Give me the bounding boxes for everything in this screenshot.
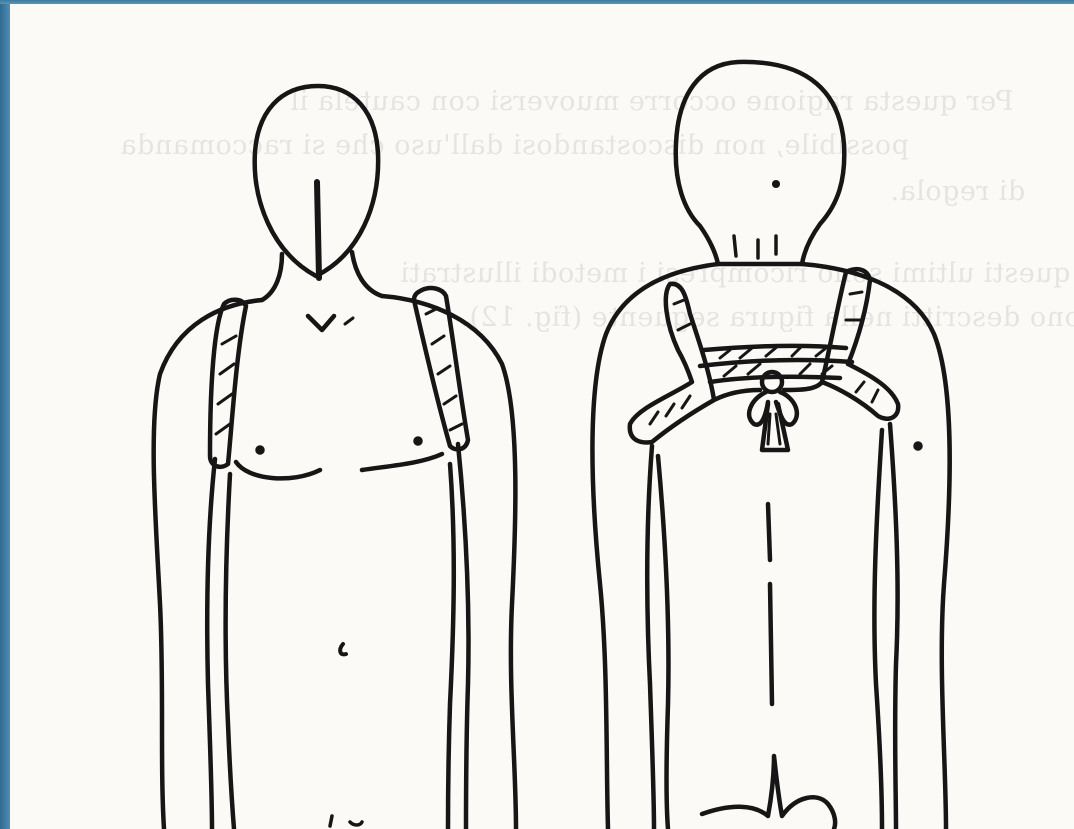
back-dot — [774, 182, 778, 186]
back-neck-line — [734, 236, 736, 256]
back-harness-right — [822, 269, 898, 419]
front-collarbone-tick — [345, 318, 353, 324]
front-face-line — [317, 182, 319, 278]
front-arm-left-inner — [207, 459, 215, 829]
front-torso-left — [226, 474, 234, 829]
front-bottom-mark — [330, 816, 362, 826]
frame-left-edge — [0, 0, 10, 829]
front-view-figure — [154, 86, 516, 829]
front-pectoral-right — [362, 454, 442, 470]
front-harness-left — [210, 300, 246, 467]
front-navel — [340, 644, 346, 654]
front-nipple-right — [416, 439, 421, 444]
front-collarbone — [308, 316, 334, 330]
front-nipple-left — [258, 448, 263, 453]
back-harness-left — [630, 284, 714, 443]
front-neck-right — [352, 252, 382, 296]
back-view-figure — [592, 62, 949, 829]
back-arm-right-inner — [890, 424, 898, 829]
scanned-page: Per questa ragione occorre muoversi con … — [10, 4, 1074, 829]
back-torso-right — [874, 430, 882, 829]
front-neck-left — [262, 254, 282, 300]
back-arm-left-inner — [647, 446, 654, 829]
two-figures-illustration — [10, 4, 1074, 829]
front-arm-right-inner — [458, 444, 469, 829]
back-head — [676, 62, 845, 264]
back-harness-knot — [749, 372, 797, 450]
back-buttocks — [702, 756, 835, 829]
back-torso-left — [658, 456, 669, 829]
back-spine — [768, 504, 772, 704]
front-pectoral-left — [236, 462, 320, 478]
back-dot — [916, 444, 921, 449]
front-torso-right — [448, 464, 454, 829]
